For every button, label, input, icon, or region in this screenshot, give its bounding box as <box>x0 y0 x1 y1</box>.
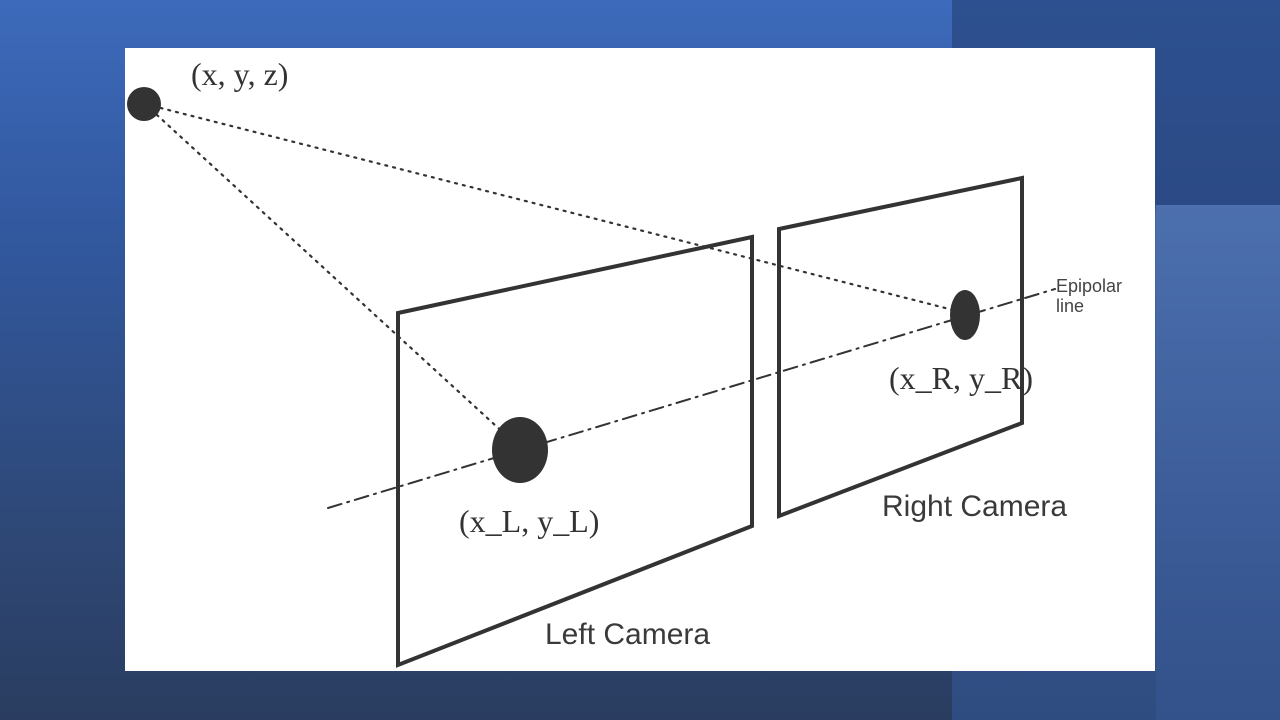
right-image-plane <box>777 175 1024 519</box>
right-point-label: (x_R, y_R) <box>889 360 1033 396</box>
epipolar-label-line2: line <box>1056 296 1085 316</box>
ray-to-right-image <box>143 102 967 315</box>
right-camera-label: Right Camera <box>882 490 1068 523</box>
epipolar-label-line1: Epipolar <box>1056 276 1123 296</box>
world-point <box>127 87 161 121</box>
epipolar-line <box>327 288 1056 509</box>
epipolar-diagram-svg <box>127 87 1056 668</box>
slide-decor-panel-mid <box>1156 205 1280 720</box>
right-image-point <box>950 290 980 340</box>
epipolar-geometry-figure: (x, y, z) (x_L, y_L) (x_R, y_R) Left Cam… <box>125 48 1155 671</box>
left-camera-label: Left Camera <box>545 618 711 651</box>
world-point-label: (x, y, z) <box>191 56 289 92</box>
left-image-point <box>492 417 548 483</box>
left-point-label: (x_L, y_L) <box>459 503 600 539</box>
left-image-plane <box>396 234 754 668</box>
ray-to-left-image <box>143 102 522 450</box>
